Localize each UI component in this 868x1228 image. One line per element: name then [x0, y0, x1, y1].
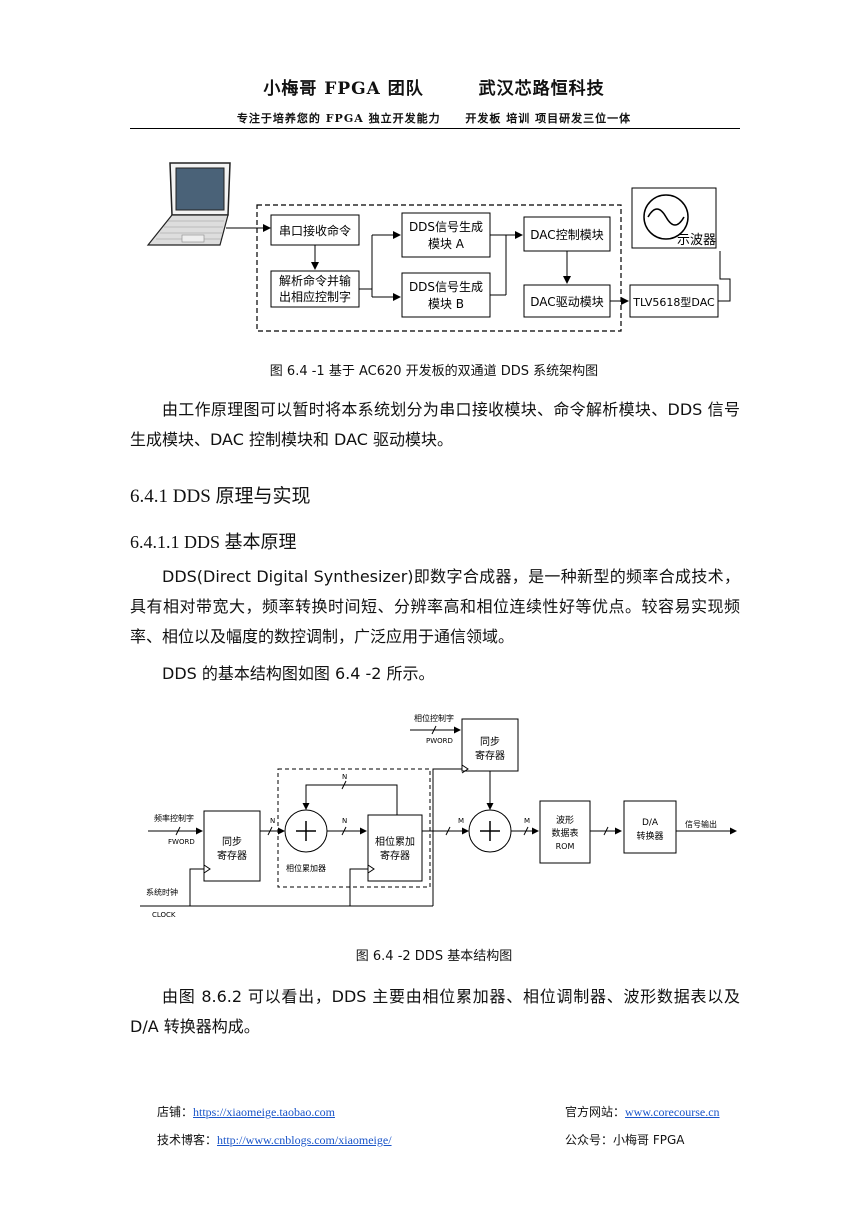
- da-1: D/A: [642, 818, 659, 828]
- footer-wechat: 公众号：小梅哥 FPGA: [565, 1131, 684, 1148]
- bus-n-1: N: [270, 817, 275, 825]
- acc-reg-2: 寄存器: [380, 849, 410, 862]
- footer-shop-label: 店铺：: [157, 1105, 194, 1119]
- footer-blog-link[interactable]: http://www.cnblogs.com/xiaomeige/: [217, 1133, 392, 1147]
- uart-block-label: 串口接收命令: [279, 223, 351, 238]
- accumulator-label: 相位累加器: [286, 863, 326, 873]
- paragraph-3: DDS 的基本结构图如图 6.4 -2 所示。: [162, 664, 435, 683]
- heading-6-4-1-1: 6.4.1.1 DDS 基本原理: [130, 532, 297, 552]
- footer-site-label: 官方网站：: [565, 1105, 626, 1119]
- laptop-icon: [146, 162, 231, 246]
- wave-rom-1: 波形: [556, 814, 574, 826]
- scope-label: 示波器: [677, 233, 716, 248]
- sync-reg-top-2: 寄存器: [475, 749, 505, 762]
- dac-ctrl-label: DAC控制模块: [530, 228, 603, 242]
- sys-clk-label: 系统时钟: [146, 887, 178, 897]
- footer-wechat-label: 公众号：: [565, 1133, 614, 1147]
- da-2: 转换器: [636, 830, 663, 842]
- bus-m-2: M: [524, 817, 530, 825]
- bus-n-3: N: [342, 773, 347, 781]
- wave-rom-2: 数据表: [551, 827, 578, 839]
- parse-block-label-2: 出相应控制字: [279, 289, 351, 304]
- phase-ctrl-label: 相位控制字: [414, 713, 454, 723]
- footer-wechat-name: 小梅哥 FPGA: [613, 1133, 685, 1147]
- paragraph-1: 由工作原理图可以暂时将本系统划分为串口接收模块、命令解析模块、DDS 信号生成模…: [130, 400, 740, 449]
- footer-site: 官方网站：www.corecourse.cn: [565, 1103, 720, 1120]
- freq-ctrl-label: 频率控制字: [154, 813, 194, 823]
- dac-drv-label: DAC驱动模块: [530, 295, 603, 309]
- parse-block-label-1: 解析命令并输: [279, 273, 351, 288]
- wave-rom-3: ROM: [556, 842, 575, 851]
- sync-reg-top-1: 同步: [480, 736, 500, 748]
- footer-blog-label: 技术博客：: [157, 1133, 218, 1147]
- figure-1-caption: 图 6.4 -1 基于 AC620 开发板的双通道 DDS 系统架构图: [269, 364, 599, 379]
- figure-2-dds-structure: 相位控制字 PWORD 同步 寄存器 频率控制字 FWORD 同步 寄存器 N …: [140, 713, 737, 919]
- page-header-slogan: 专注于培养您的 FPGA 独立开发能力 开发板 培训 项目研发三位一体: [0, 110, 868, 126]
- paragraph-4: 由图 8.6.2 可以看出，DDS 主要由相位累加器、相位调制器、波形数据表以及…: [130, 987, 740, 1036]
- acc-reg-1: 相位累加: [375, 835, 415, 848]
- figure-1-system-diagram: 串口接收命令 解析命令并输 出相应控制字 DDS信号生成 模块 A DDS信号生…: [146, 162, 731, 332]
- slogan-left: 专注于培养您的 FPGA 独立开发能力: [236, 112, 441, 125]
- output-label: 信号输出: [685, 819, 717, 829]
- dds-a-label-2: 模块 A: [428, 237, 465, 251]
- sync-reg-1: 同步: [222, 836, 242, 848]
- company-name: 武汉芯路恒科技: [478, 79, 605, 99]
- page-header-title: 小梅哥 FPGA 团队 武汉芯路恒科技: [0, 74, 868, 99]
- paragraph-2: DDS(Direct Digital Synthesizer)即数字合成器，是一…: [130, 567, 740, 646]
- bus-m-1: M: [458, 817, 464, 825]
- fword-label: FWORD: [168, 838, 195, 846]
- footer-blog: 技术博客：http://www.cnblogs.com/xiaomeige/: [157, 1131, 392, 1148]
- figure-2-caption: 图 6.4 -2 DDS 基本结构图: [355, 949, 513, 964]
- dds-b-label-2: 模块 B: [428, 297, 464, 311]
- clock-label: CLOCK: [152, 911, 176, 919]
- team-name: 小梅哥 FPGA 团队: [263, 79, 424, 99]
- header-divider: [130, 128, 740, 129]
- footer-shop-link[interactable]: https://xiaomeige.taobao.com: [193, 1105, 335, 1119]
- sync-reg-2: 寄存器: [217, 849, 247, 862]
- footer-shop: 店铺：https://xiaomeige.taobao.com: [157, 1103, 335, 1120]
- heading-6-4-1: 6.4.1 DDS 原理与实现: [130, 486, 311, 507]
- bus-n-2: N: [342, 817, 347, 825]
- tlv-dac-label: TLV5618型DAC: [632, 295, 715, 309]
- footer-site-link[interactable]: www.corecourse.cn: [625, 1105, 720, 1119]
- pword-label: PWORD: [426, 737, 453, 745]
- dds-b-label-1: DDS信号生成: [409, 280, 483, 294]
- slogan-right: 开发板 培训 项目研发三位一体: [465, 112, 632, 125]
- dds-a-label-1: DDS信号生成: [409, 220, 483, 234]
